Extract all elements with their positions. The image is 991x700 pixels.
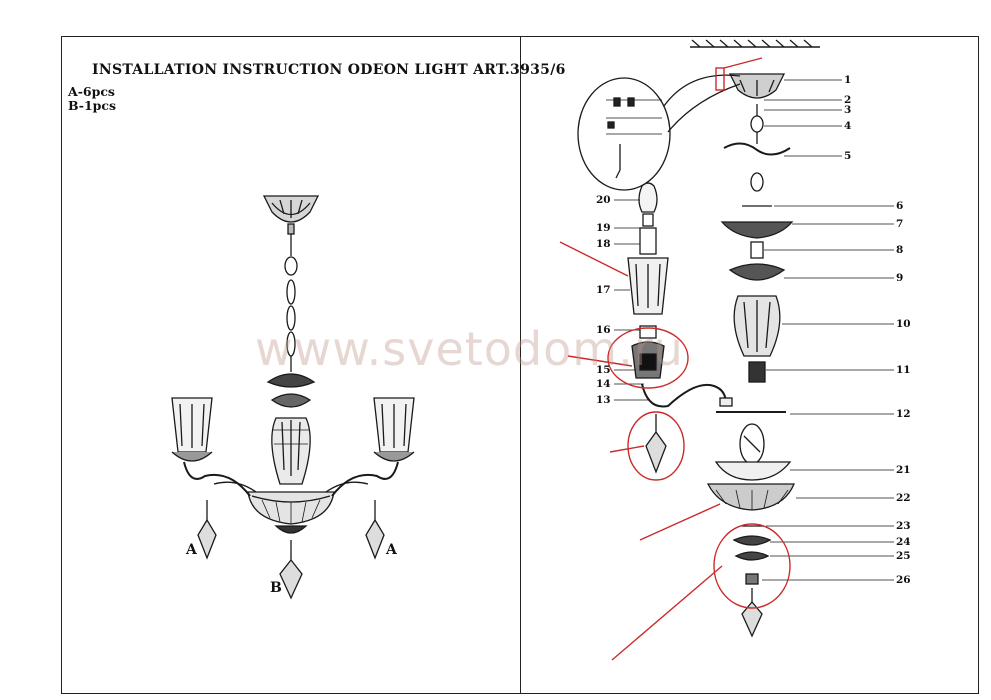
part-number: 14	[596, 378, 611, 390]
part-number: 26	[896, 574, 911, 586]
page-divider	[520, 36, 521, 694]
exploded-parts-view	[577, 39, 894, 638]
part-number: 1	[844, 74, 852, 86]
part-number: 13	[596, 394, 611, 406]
part-number: 20	[596, 194, 611, 206]
label-b: B	[270, 580, 282, 596]
part-number: 7	[896, 218, 904, 230]
part-number: 18	[596, 238, 611, 250]
quantity-a: A-6pcs	[68, 84, 115, 99]
part-number: 12	[896, 408, 911, 420]
part-number: 16	[596, 324, 611, 336]
part-number: 6	[896, 200, 904, 212]
part-number: 5	[844, 150, 852, 162]
part-number: 8	[896, 244, 904, 256]
part-number: 21	[896, 464, 911, 476]
highlight-marks	[559, 57, 791, 661]
assembled-chandelier	[171, 195, 415, 600]
label-a-left: A	[186, 542, 197, 558]
part-number: 4	[844, 120, 852, 132]
part-number: 23	[896, 520, 911, 532]
part-number: 2	[844, 94, 852, 106]
part-number: 3	[844, 104, 852, 116]
part-number: 22	[896, 492, 911, 504]
quantity-b: B-1pcs	[68, 98, 117, 113]
part-number: 19	[596, 222, 611, 234]
part-number: 25	[896, 550, 911, 562]
part-number: 15	[596, 364, 611, 376]
label-a-right: A	[386, 542, 397, 558]
part-number: 17	[596, 284, 611, 296]
part-number: 24	[896, 536, 911, 548]
part-number: 10	[896, 318, 911, 330]
part-number: 9	[896, 272, 904, 284]
watermark: www.svetodom.ru	[255, 322, 684, 376]
part-number: 11	[896, 364, 911, 376]
page-title: INSTALLATION INSTRUCTION ODEON LIGHT ART…	[92, 62, 566, 78]
